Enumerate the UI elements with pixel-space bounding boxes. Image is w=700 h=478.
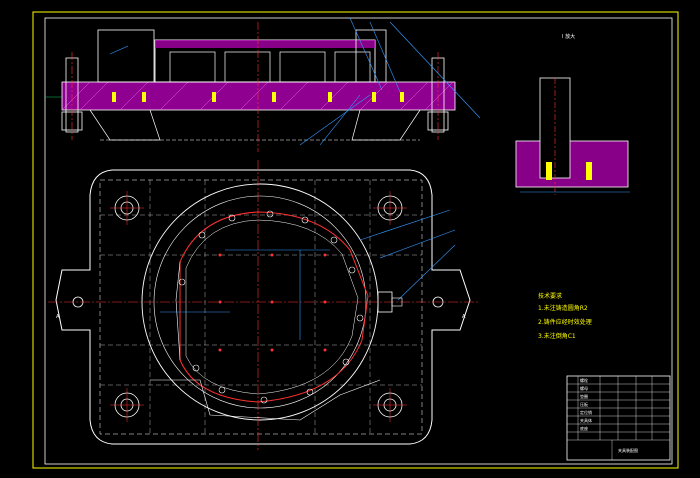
detail-view-I: I 放大 (515, 33, 630, 195)
bom-row: 底座 (580, 425, 588, 431)
tech-req-line: 1.未注铸造圆角R2 (538, 304, 588, 312)
tech-req-line: 2.铸件应经时效处理 (538, 318, 592, 326)
bom-row: 垫圈 (580, 393, 588, 399)
tech-req-line: 3.未注倒角C1 (538, 332, 576, 340)
plan-view: A A (48, 160, 480, 450)
front-section-view (45, 17, 481, 152)
bom-row: 定位销 (580, 409, 592, 415)
bom-row: 压板 (580, 401, 588, 407)
bom-row: 螺栓 (580, 377, 588, 383)
detail-view-title: I 放大 (562, 33, 575, 40)
bom-row: 夹具体 (580, 417, 592, 423)
technical-requirements: 技术要求 1.未注铸造圆角R2 2.铸件应经时效处理 3.未注倒角C1 (538, 292, 592, 340)
part-name: 夹具装配图 (618, 447, 638, 453)
section-label-right: A (462, 314, 466, 320)
outer-frame (32, 11, 679, 469)
section-label-left: A (56, 314, 60, 320)
tech-req-heading: 技术要求 (538, 292, 562, 300)
inner-frame (44, 17, 673, 465)
bom-row: 螺母 (580, 385, 588, 391)
title-block: 螺栓 螺母 垫圈 压板 定位销 夹具体 底座 夹具装配图 (566, 375, 671, 461)
